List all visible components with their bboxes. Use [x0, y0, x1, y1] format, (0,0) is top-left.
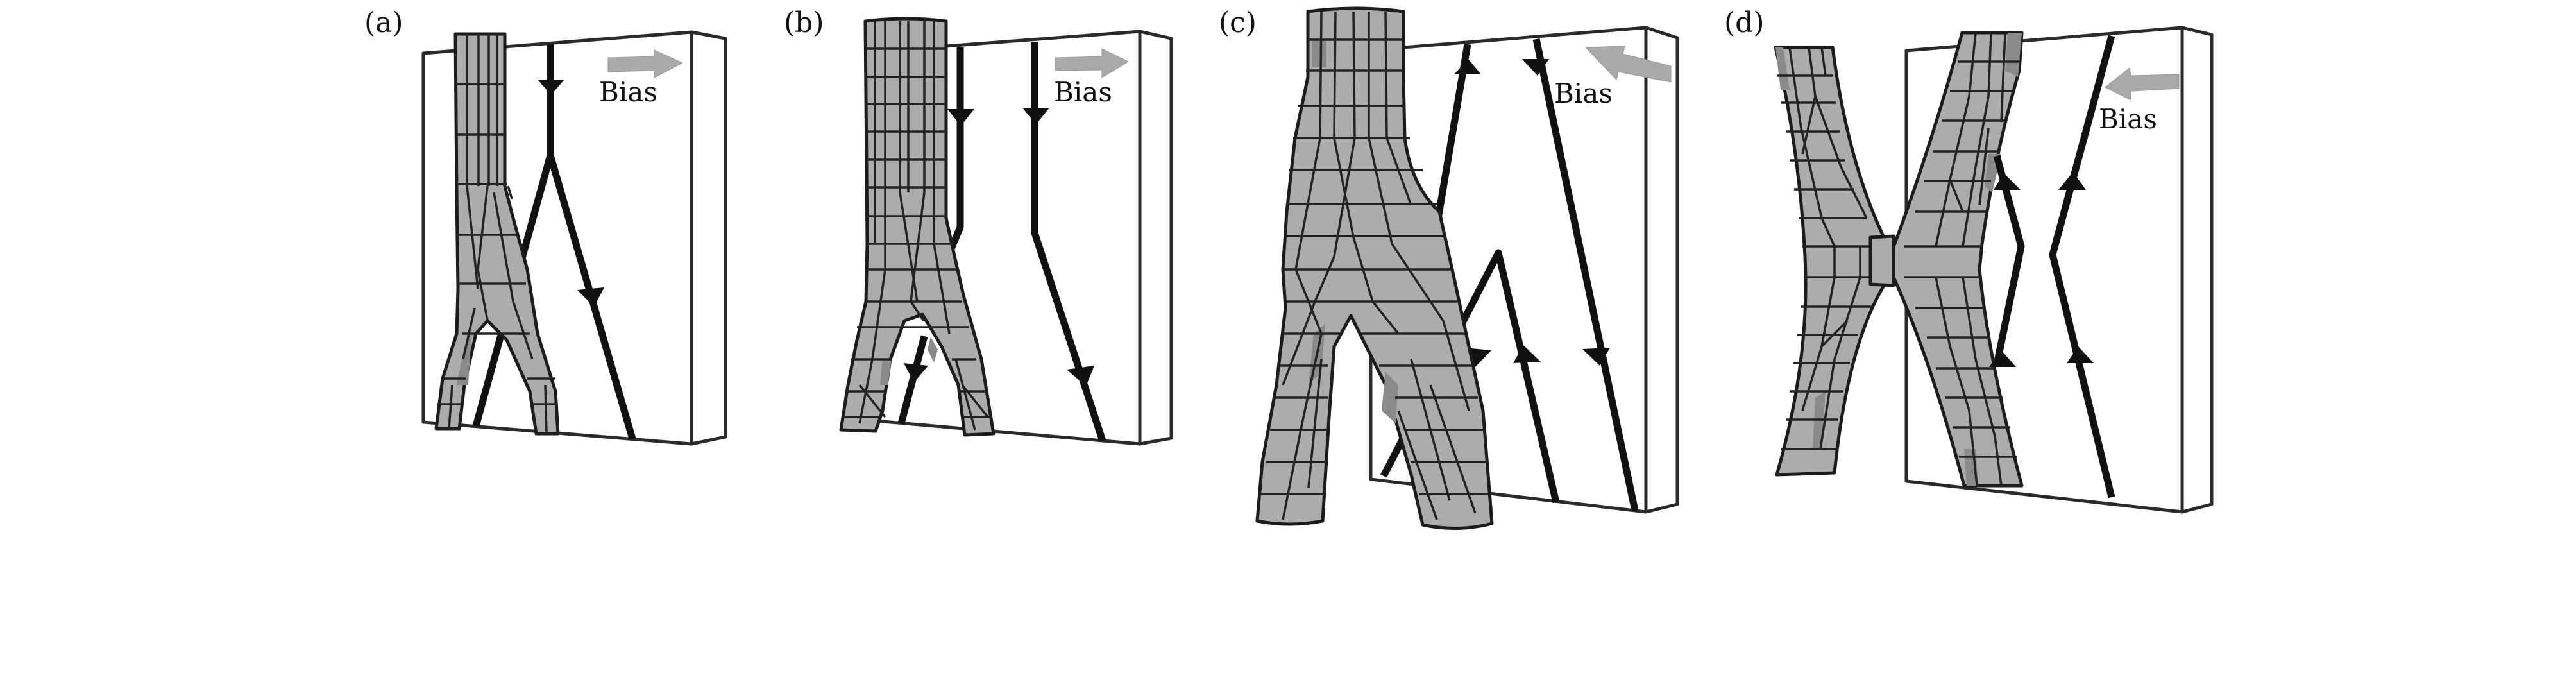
panel-label-a: (a) — [364, 6, 403, 39]
slab-side-d — [2180, 26, 2214, 514]
panel-label-d: (d) — [1724, 6, 1765, 39]
skyrmion-tube-a — [434, 32, 560, 436]
arrow-down-icon — [1522, 59, 1549, 76]
arrow-down-icon — [904, 363, 928, 382]
bias-label-d: Bias — [2099, 103, 2157, 135]
arrow-up-icon — [1989, 350, 2016, 367]
arrow-up-icon — [1513, 345, 1541, 363]
arrow-up-icon — [2067, 346, 2094, 363]
vortex-line-c2 — [1532, 38, 1639, 512]
arrow-up-icon — [1994, 173, 2021, 190]
skyrmion-tube-c — [1255, 6, 1494, 531]
panel-d: (d) Bias — [1724, 6, 2214, 514]
arrow-up-icon — [2058, 172, 2086, 190]
panel-c: (c) Bias — [1219, 6, 1679, 531]
bias-arrow-right-icon — [607, 49, 684, 78]
arrow-down-icon — [538, 80, 564, 95]
skyrmion-neck-d — [1868, 234, 1895, 287]
bias-arrow-up-left-icon — [1584, 46, 1672, 83]
bias-label-b: Bias — [1054, 76, 1112, 108]
vortex-line-c1 — [1432, 44, 1471, 230]
panel-b: (b) Bias — [784, 6, 1173, 446]
arrow-down-icon — [1067, 366, 1094, 386]
bias-label-a: Bias — [599, 76, 657, 108]
slab-side-a — [690, 30, 727, 446]
panel-label-b: (b) — [784, 6, 824, 39]
skyrmion-tube-b — [839, 17, 996, 437]
arrow-down-icon — [1022, 108, 1049, 124]
slab-side-c — [1644, 26, 1679, 514]
bias-label-c: Bias — [1554, 78, 1613, 109]
panel-a: (a) Bias — [364, 6, 727, 446]
panel-label-c: (c) — [1219, 6, 1257, 39]
slab-side-b — [1138, 30, 1173, 446]
bias-arrow-right-icon — [1055, 48, 1130, 78]
arrow-up-icon — [1454, 59, 1481, 74]
skyrmion-tube-d-right — [1892, 31, 2024, 488]
arrow-down-icon — [577, 287, 604, 307]
vortex-line-d2 — [2049, 35, 2115, 499]
bias-arrow-left-icon — [2105, 67, 2180, 101]
vortex-line-b1 — [947, 47, 964, 252]
arrow-down-icon — [947, 109, 974, 126]
skyrmion-tube-d-left — [1774, 46, 1895, 477]
arrow-down-icon — [1582, 348, 1610, 366]
